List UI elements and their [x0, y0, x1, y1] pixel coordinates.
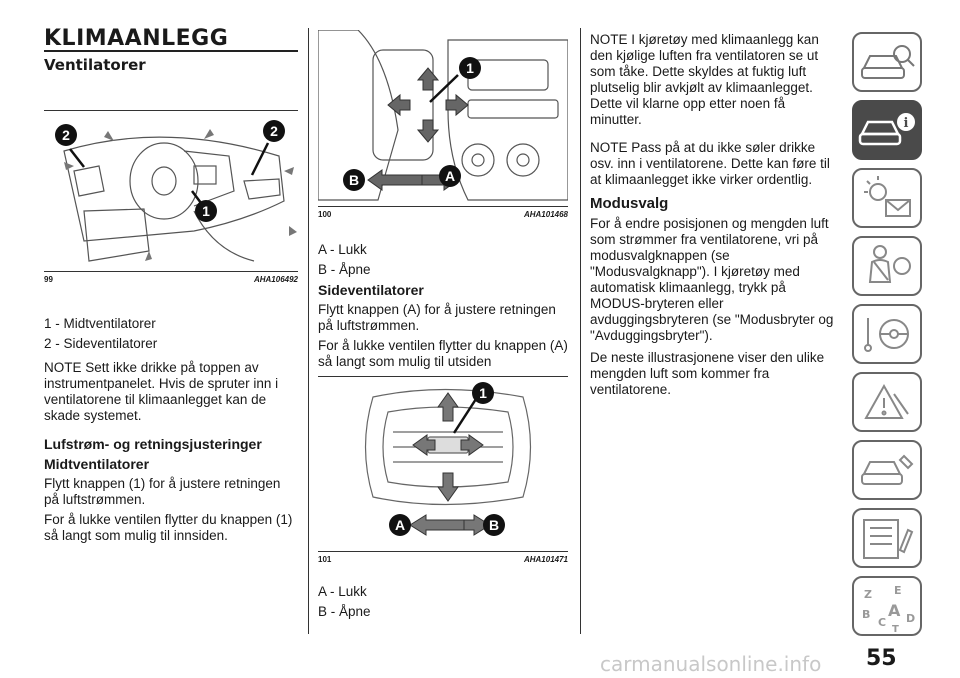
- tab-driving[interactable]: [852, 304, 922, 364]
- seatbelt-airbag-icon: [868, 245, 911, 283]
- section-airflow: Lufstrøm- og retningsjusteringer Midtven…: [44, 436, 298, 544]
- label-b: B: [349, 172, 359, 188]
- column-divider: [308, 28, 309, 634]
- svg-text:A: A: [888, 601, 901, 620]
- list-item: A - Lukk: [318, 584, 367, 599]
- label-1: 1: [466, 60, 474, 76]
- label-b: B: [489, 517, 499, 533]
- svg-text:D: D: [906, 612, 915, 625]
- note-2: NOTE I kjøretøy med klimaanlegg kan den …: [590, 32, 840, 128]
- figure-number: 100: [318, 210, 332, 219]
- figure-100-caption: 100 AHA101468: [318, 208, 568, 222]
- label-a: A: [445, 168, 455, 184]
- label-a: A: [395, 517, 405, 533]
- section-mode: Modusvalg For å endre posisjonen og meng…: [590, 196, 840, 398]
- figure-code: AHA101468: [523, 210, 568, 219]
- label-2-left: 2: [62, 127, 70, 143]
- label-1: 1: [479, 385, 487, 401]
- paragraph: Flytt knappen (1) for å justere retninge…: [44, 476, 281, 507]
- svg-text:Z: Z: [864, 588, 872, 601]
- car-info-icon: i: [858, 113, 915, 146]
- tab-car-search[interactable]: [852, 32, 922, 92]
- list-item: 2 - Sideventilatorer: [44, 336, 158, 351]
- list-item: B - Åpne: [318, 604, 371, 619]
- dashboard-illustration: 2 2 1: [55, 120, 297, 262]
- specs-list-icon: [863, 519, 914, 559]
- section-heading: Lufstrøm- og retningsjusteringer: [44, 436, 262, 452]
- watermark: carmanualsonline.info: [600, 652, 822, 676]
- svg-text:E: E: [894, 584, 902, 597]
- note-text: NOTE I kjøretøy med klimaanlegg kan den …: [590, 32, 819, 127]
- heading-rule: [44, 50, 298, 52]
- figure-code: AHA106492: [253, 275, 298, 284]
- warning-triangle-icon: [864, 383, 909, 419]
- note-text: NOTE Pass på at du ikke søler drikke osv…: [590, 140, 830, 187]
- figure-99-caption: 99 AHA106492: [44, 273, 298, 287]
- paragraph: De neste illustrasjonene viser den ulike…: [590, 350, 825, 397]
- figure-number: 99: [44, 275, 53, 284]
- warning-light-icon: [864, 176, 911, 217]
- label-2-right: 2: [270, 123, 278, 139]
- car-service-icon: [861, 454, 914, 485]
- svg-text:C: C: [878, 616, 886, 629]
- figure-100: 1 B A 100 AHA101468: [317, 29, 569, 219]
- figure-101-caption: 101 AHA101471: [318, 553, 568, 567]
- section-heading: Sideventilatorer: [318, 282, 424, 298]
- paragraph: For å lukke ventilen flytter du knappen …: [318, 338, 568, 369]
- figure-101: 1 A B 101 AHA101471: [318, 376, 568, 564]
- ab-list-2: A - Lukk B - Åpne: [318, 584, 568, 620]
- svg-text:i: i: [904, 116, 909, 131]
- tab-warning-lights[interactable]: [852, 168, 922, 228]
- vent-list: 1 - Midtventilatorer 2 - Sideventilatore…: [44, 316, 298, 352]
- paragraph: For å endre posisjonen og mengden luft s…: [590, 216, 834, 343]
- page-heading: KLIMAANLEGG: [44, 26, 229, 51]
- tab-car-info[interactable]: i: [852, 100, 922, 160]
- figure-number: 101: [318, 555, 332, 564]
- section-subheading: Ventilatorer: [44, 56, 146, 74]
- car-search-icon: [861, 45, 915, 79]
- side-vent-illustration: 1 B A: [317, 29, 569, 201]
- list-item: 1 - Midtventilatorer: [44, 316, 156, 331]
- center-vent-illustration: 1 A B: [364, 382, 532, 536]
- tab-service[interactable]: [852, 440, 922, 500]
- tab-specs[interactable]: [852, 508, 922, 568]
- note-3: NOTE Pass på at du ikke søler drikke osv…: [590, 140, 840, 188]
- section-heading: Modusvalg: [590, 195, 669, 212]
- section-heading: Midtventilatorer: [44, 456, 150, 472]
- column-divider: [580, 28, 581, 634]
- steering-wheel-icon: [864, 318, 909, 352]
- paragraph: Flytt knappen (A) for å justere retninge…: [318, 302, 556, 333]
- figure-code: AHA101471: [523, 555, 568, 564]
- list-item: B - Åpne: [318, 262, 371, 277]
- paragraph: For å lukke ventilen flytter du knappen …: [44, 512, 293, 543]
- ab-list-1: A - Lukk B - Åpne: [318, 242, 568, 278]
- label-1: 1: [202, 203, 210, 219]
- svg-text:T: T: [892, 624, 899, 634]
- figure-99: 2 2 1 99 AHA106492: [44, 110, 298, 284]
- tab-emergency[interactable]: [852, 372, 922, 432]
- svg-text:B: B: [862, 608, 870, 621]
- section-side-vents: Sideventilatorer Flytt knappen (A) for å…: [318, 282, 568, 370]
- note-text: NOTE Sett ikke drikke på toppen av instr…: [44, 360, 279, 423]
- page-number: 55: [866, 646, 897, 671]
- list-item: A - Lukk: [318, 242, 367, 257]
- note-1: NOTE Sett ikke drikke på toppen av instr…: [44, 360, 298, 424]
- tab-safety[interactable]: [852, 236, 922, 296]
